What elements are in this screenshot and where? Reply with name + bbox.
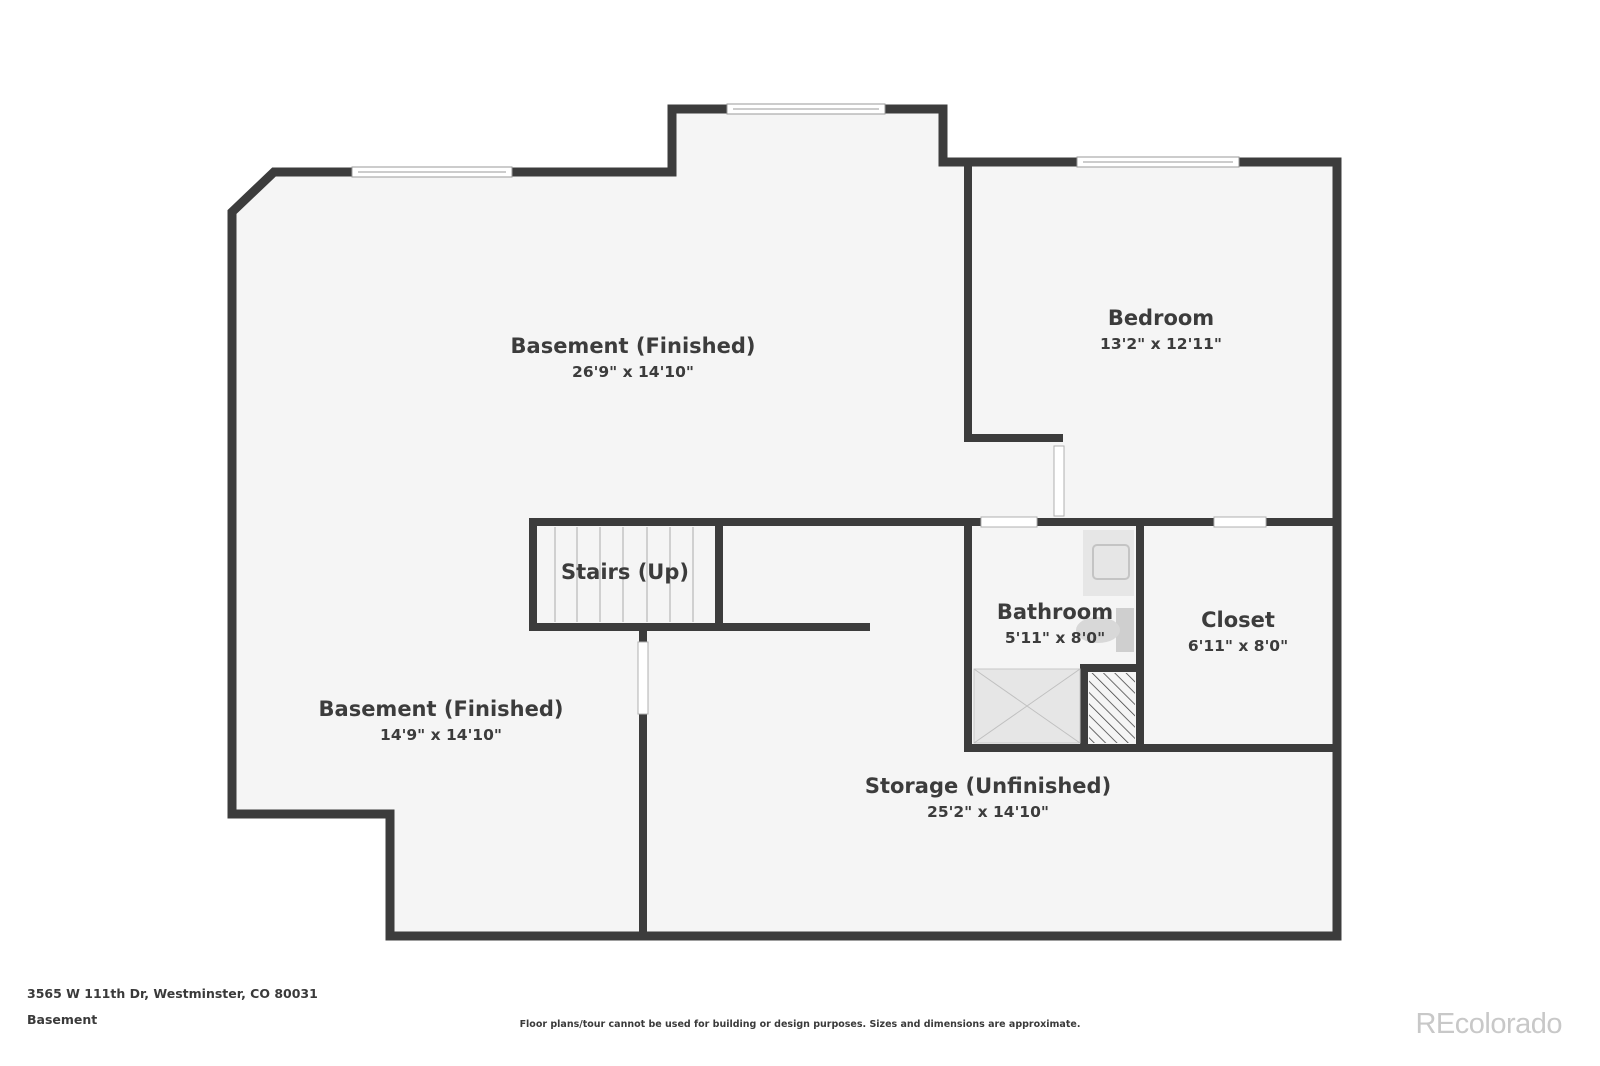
floor-label: Basement — [27, 1012, 98, 1027]
room-name-closet: Closet — [1201, 608, 1275, 632]
room-dims-closet: 6'11" x 8'0" — [1188, 637, 1288, 655]
bathroom-fixtures — [973, 530, 1134, 744]
windows — [351, 103, 1240, 178]
room-name-storage: Storage (Unfinished) — [865, 774, 1111, 798]
exterior-wall — [227, 104, 1342, 941]
room-name-stairs: Stairs (Up) — [561, 560, 689, 584]
interior-walls — [529, 162, 1341, 940]
room-name-basement-finished-1: Basement (Finished) — [511, 334, 756, 358]
room-dims-basement-finished-1: 26'9" x 14'10" — [572, 363, 694, 381]
room-name-bathroom: Bathroom — [997, 600, 1113, 624]
property-address: 3565 W 111th Dr, Westminster, CO 80031 — [27, 986, 318, 1001]
toilet-tank — [1116, 608, 1134, 652]
sink-basin — [1092, 544, 1130, 580]
stair-treads — [554, 527, 694, 622]
disclaimer-text: Floor plans/tour cannot be used for buil… — [519, 1019, 1081, 1030]
room-dims-bedroom: 13'2" x 12'11" — [1100, 335, 1222, 353]
room-dims-basement-finished-2: 14'9" x 14'10" — [380, 726, 502, 744]
room-name-bedroom: Bedroom — [1108, 306, 1214, 330]
room-name-basement-finished-2: Basement (Finished) — [319, 697, 564, 721]
brand-logo: REcolorado — [1415, 1008, 1562, 1040]
toilet-bowl — [1076, 617, 1120, 643]
utility-hatch — [1089, 673, 1135, 743]
room-dims-bathroom: 5'11" x 8'0" — [1005, 629, 1105, 647]
sink-vanity — [1083, 530, 1134, 596]
room-dims-storage: 25'2" x 14'10" — [927, 803, 1049, 821]
door-openings — [637, 445, 1267, 715]
